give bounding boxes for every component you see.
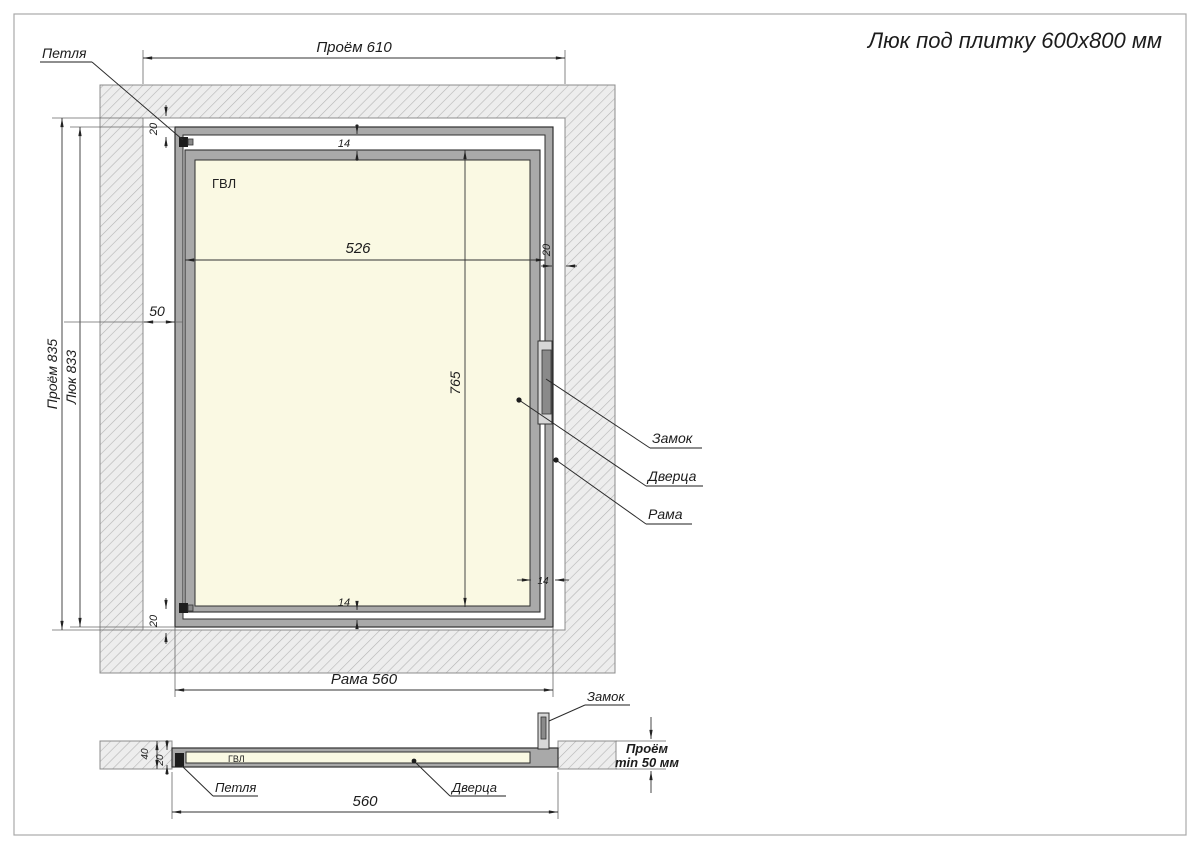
dim-gap-20-bottom-text: 20: [148, 614, 160, 628]
callout-frame: Рама: [553, 457, 692, 525]
dim-door-width: 526: [185, 240, 545, 262]
dim-gap-20-bottom: 20: [148, 598, 168, 644]
dim-thickness-40: 40: [140, 741, 159, 769]
dim-thickness-40-text: 40: [140, 748, 151, 760]
callout-door: Дверца: [516, 397, 703, 487]
dim-gap-14-right-text: 14: [537, 576, 549, 587]
dim-gap-14-bottom-text: 14: [338, 597, 350, 609]
section-label-lock: Замок: [587, 689, 625, 704]
dim-thickness-20: 20: [155, 740, 169, 775]
dim-section-width-text: 560: [352, 793, 378, 810]
dim-gap-20-top-text: 20: [148, 122, 160, 136]
dim-opening-height-text: Проём 835: [44, 339, 60, 410]
hinge-top: [179, 137, 194, 147]
drawing-title: Люк под плитку 600х800 мм: [866, 28, 1162, 53]
dim-gap-14-top-text: 14: [338, 138, 350, 150]
dim-opening-width: Проём 610: [142, 39, 566, 84]
dim-door-height-text: 765: [447, 371, 463, 395]
section-callout-door: Дверца: [411, 758, 506, 797]
dim-offset-50: 50: [64, 303, 183, 324]
dim-door-width-text: 526: [345, 240, 371, 257]
label-door: Дверца: [646, 468, 697, 484]
section-hinge: [175, 753, 184, 767]
sheet-border: [13, 13, 1187, 836]
front-view: ГВЛ Проём 610 Проём 835: [40, 39, 703, 697]
dim-frame-width-text: Рама 560: [331, 671, 398, 688]
dim-door-height: 765: [447, 150, 467, 607]
dim-gap-20-top: 20: [148, 105, 168, 148]
section-callout-lock: Замок: [548, 689, 630, 722]
dim-hatch-height-text: Люк 833: [63, 350, 79, 405]
section-wall-right: [557, 740, 617, 770]
hinge-bottom: [179, 603, 194, 613]
section-gvl-label: ГВЛ: [228, 754, 245, 764]
dim-gap-20-right: 20: [541, 243, 577, 268]
section-view: ГВЛ Замок Проём min 50 мм 40: [99, 689, 679, 819]
dim-hatch-height: Люк 833: [63, 126, 175, 628]
section-door-panel: [185, 751, 531, 764]
label-lock: Замок: [652, 430, 694, 446]
wall-hatched-area: [99, 84, 616, 674]
dim-gap-14-top: 14: [338, 124, 359, 161]
section-callout-hinge: Петля: [181, 765, 258, 797]
dim-gap-14-bottom: 14: [338, 597, 359, 630]
dim-section-width: 560: [171, 772, 559, 819]
dim-opening-depth-line1: Проём: [626, 741, 668, 756]
callout-lock: Замок: [545, 378, 702, 449]
lock: [537, 340, 553, 425]
dim-opening-width-text: Проём 610: [316, 39, 392, 56]
callout-hinge: Петля: [40, 45, 184, 141]
dim-offset-50-text: 50: [149, 303, 165, 319]
label-hinge: Петля: [42, 45, 87, 61]
label-frame: Рама: [648, 506, 683, 522]
section-label-door: Дверца: [450, 780, 497, 795]
dim-gap-20-right-text: 20: [541, 243, 553, 257]
section-wall-left: [99, 740, 173, 770]
door-panel-gvl: [194, 159, 531, 607]
gvl-label: ГВЛ: [212, 176, 236, 191]
dim-opening-height: Проём 835: [44, 117, 143, 631]
dim-gap-14-right: 14: [517, 576, 569, 587]
dim-thickness-20-text: 20: [155, 754, 166, 767]
section-label-hinge: Петля: [215, 780, 256, 795]
dim-frame-width: Рама 560: [174, 627, 554, 697]
section-lock: [537, 712, 550, 750]
dim-opening-depth: Проём min 50 мм: [615, 717, 679, 793]
dim-opening-depth-line2: min 50 мм: [615, 755, 679, 770]
